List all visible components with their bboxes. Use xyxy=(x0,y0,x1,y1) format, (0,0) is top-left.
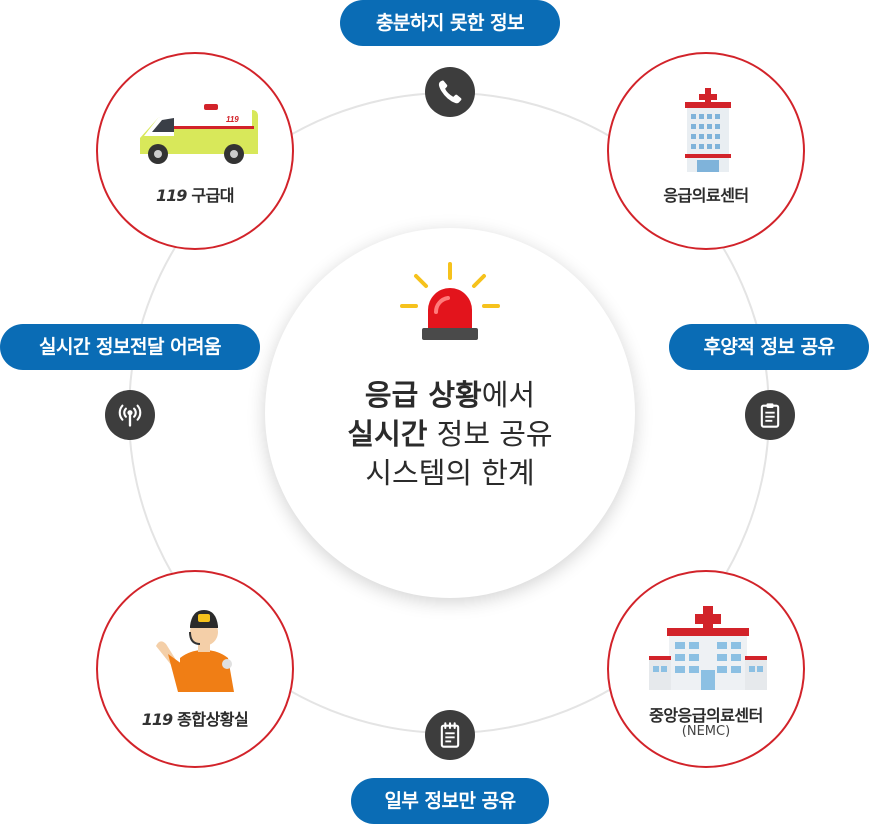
hospital-building-icon xyxy=(685,88,731,172)
connector-phone xyxy=(425,67,475,117)
ambulance-icon: 119 xyxy=(140,104,258,164)
center-line1-rest: 에서 xyxy=(481,378,536,412)
pill-insufficient-info: 충분하지 못한 정보 xyxy=(340,0,560,46)
broadcast-icon xyxy=(118,404,142,427)
nemc-sub-label: (NEMC) xyxy=(681,724,731,739)
logo-119: 119 xyxy=(155,186,187,205)
pill-realtime-difficulty: 실시간 정보전달 어려움 xyxy=(0,324,260,370)
center-line3: 시스템의 한계 xyxy=(365,456,535,490)
logo-119: 119 xyxy=(141,710,173,729)
center-line2-rest: 정보 공유 xyxy=(427,417,553,451)
pill-partial-sharing: 일부 정보만 공유 xyxy=(351,778,549,824)
phone-icon xyxy=(438,80,462,104)
svg-text:119: 119 xyxy=(226,115,239,124)
ambulance-label: 구급대 xyxy=(191,186,235,205)
node-nemc: 중앙응급의료센터 (NEMC) xyxy=(607,570,805,768)
connector-clipboard xyxy=(745,390,795,440)
connector-broadcast xyxy=(105,390,155,440)
connector-notepad xyxy=(425,710,475,760)
node-emergency-center: 응급의료센터 xyxy=(607,52,805,250)
dispatcher-icon xyxy=(156,610,234,692)
pill-retrospective-sharing: 후양적 정보 공유 xyxy=(669,324,869,370)
center-line2-bold: 실시간 xyxy=(347,417,428,451)
clipboard-icon xyxy=(760,403,780,428)
center-circle: 응급 상황에서 실시간 정보 공유 시스템의 한계 xyxy=(265,228,635,598)
nemc-label: 중앙응급의료센터 xyxy=(649,706,763,725)
siren-icon xyxy=(400,262,500,340)
emergency-center-label: 응급의료센터 xyxy=(663,186,749,205)
center-line1-bold: 응급 상황 xyxy=(364,378,482,412)
dispatch-label: 종합상황실 xyxy=(177,710,249,729)
notepad-icon xyxy=(440,722,460,748)
center-message: 응급 상황에서 실시간 정보 공유 시스템의 한계 xyxy=(265,376,635,493)
large-hospital-icon xyxy=(649,606,767,690)
